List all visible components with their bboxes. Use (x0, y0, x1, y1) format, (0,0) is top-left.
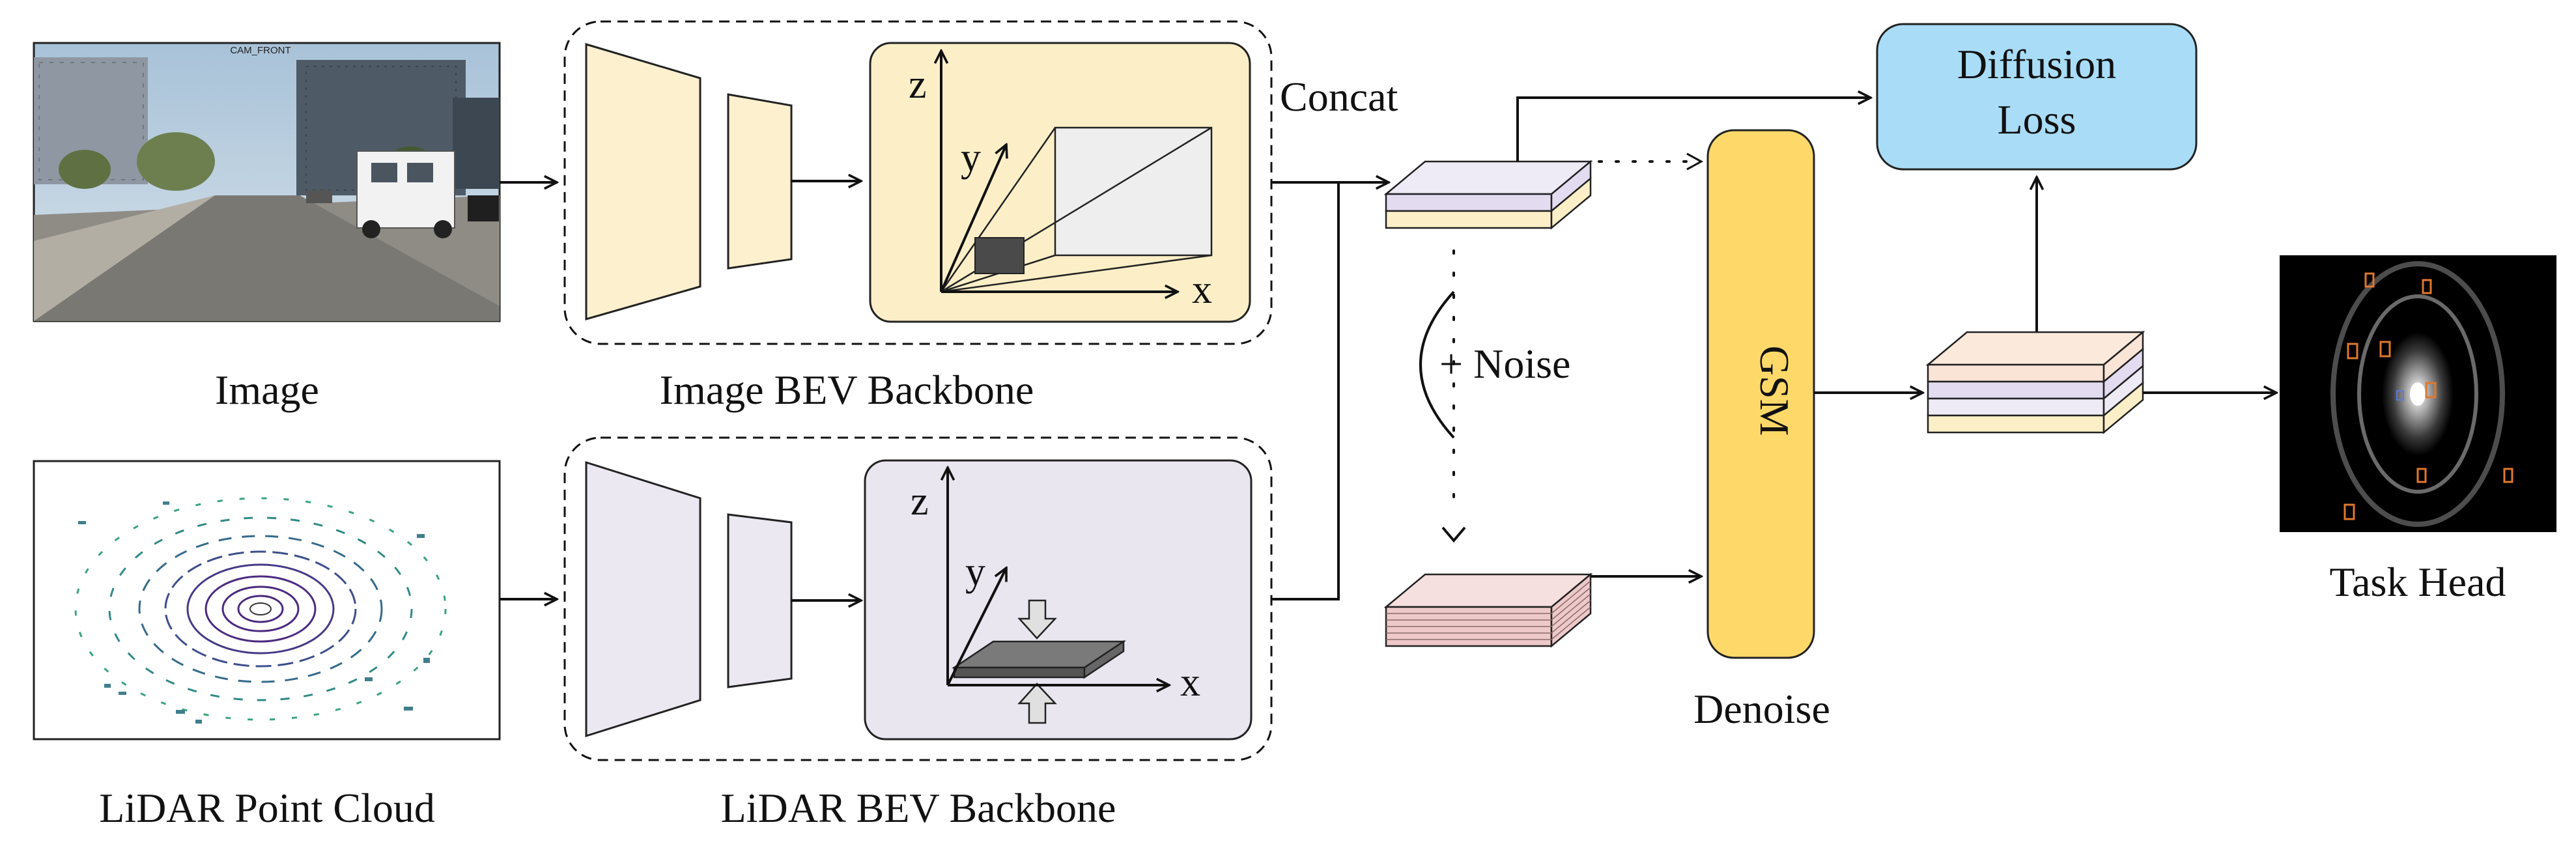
lidar-bev-backbone: z y x (563, 436, 1273, 761)
image-bev-backbone-label: Image BEV Backbone (660, 367, 1034, 413)
lidar-encoder-small (727, 513, 793, 688)
image-axis-x: x (1192, 268, 1212, 312)
noise-curve (1419, 290, 1455, 439)
camera-image-thumbnail: CAM_FRONT (33, 42, 501, 322)
denoised-feature-tensor (1925, 330, 2145, 434)
lidar-encoder-large (585, 460, 701, 738)
image-encoder-large (585, 42, 701, 320)
lidar-point-cloud-thumbnail (33, 460, 501, 740)
lidar-axis-x: x (1180, 660, 1200, 705)
task-head-bev-image (2280, 255, 2556, 532)
lidar-axis-z: z (911, 479, 929, 524)
diffusion-loss-line2: Loss (1998, 96, 2076, 143)
lidar-point-cloud-label: LiDAR Point Cloud (99, 785, 435, 831)
concat-merge-line (1271, 181, 1340, 600)
noise-label: + Noise (1439, 341, 1570, 387)
lidar-bev-backbone-label: LiDAR BEV Backbone (721, 785, 1116, 831)
image-bev-backbone: z y x (563, 20, 1273, 345)
diffusion-loss-line1: Diffusion (1957, 41, 2116, 87)
image-encoder-small (727, 93, 793, 270)
noisy-feature-tensor (1383, 572, 1593, 648)
diffusion-loss-box (1876, 23, 2198, 171)
noise-arrow-head (1441, 526, 1466, 543)
lidar-axis-y: y (965, 550, 985, 594)
tensor-to-loss-arrow (1516, 98, 1871, 162)
concat-label: Concat (1280, 74, 1398, 120)
image-axis-z: z (909, 63, 927, 107)
image-axis-y: y (961, 135, 981, 180)
concat-feature-tensor (1383, 160, 1593, 230)
gsm-label: GSM (1751, 346, 1798, 436)
denoise-label: Denoise (1693, 686, 1830, 732)
task-head-label: Task Head (2330, 559, 2506, 605)
image-label: Image (215, 367, 319, 413)
camera-tag: CAM_FRONT (230, 45, 290, 56)
